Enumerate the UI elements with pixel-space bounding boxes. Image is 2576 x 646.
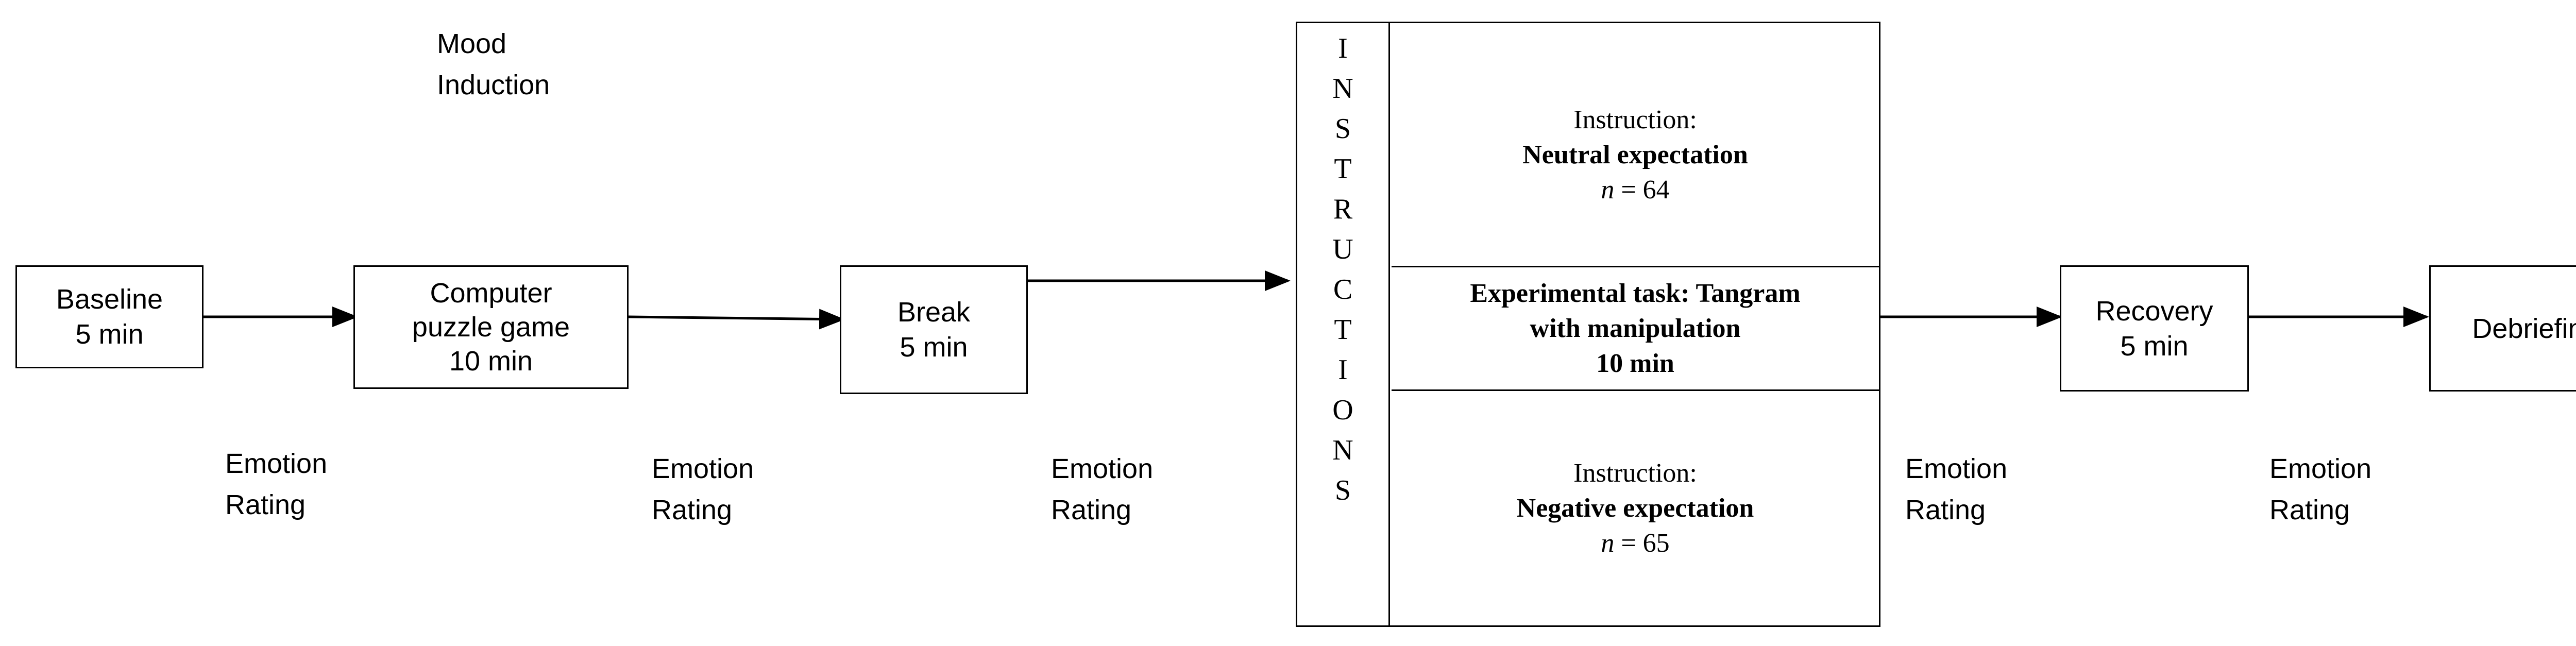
instructions-letter: U [1332, 233, 1353, 265]
instructions-letter: T [1334, 314, 1352, 346]
neutral-sample-size: n = 64 [1601, 173, 1669, 208]
negative-expectation-cell: Instruction: Negative expectation n = 65 [1392, 391, 1879, 625]
instructions-letter: N [1332, 434, 1353, 466]
instructions-letter: C [1333, 274, 1353, 305]
break-box: Break 5 min [840, 265, 1028, 394]
debriefing-box: Debriefing [2429, 265, 2576, 392]
neutral-n-value: = 64 [1614, 175, 1670, 205]
computer-puzzle-game-box: Computer puzzle game 10 min [353, 265, 629, 389]
experimental-task-cell: Experimental task: Tangram with manipula… [1392, 267, 1879, 391]
negative-instruction-label: Instruction: [1573, 458, 1697, 488]
instructions-letter: R [1333, 193, 1353, 225]
emotion-rating-label: Emotion Rating [1905, 453, 2008, 525]
instructions-block: I N S T R U C T I O N S Instruction: Neu… [1296, 22, 1880, 627]
neutral-expectation-label: Neutral expectation [1522, 140, 1748, 169]
negative-n-value: = 65 [1614, 528, 1670, 558]
neutral-n-symbol: n [1601, 175, 1615, 205]
recovery-box: Recovery 5 min [2060, 265, 2249, 392]
instructions-letter: I [1338, 32, 1348, 64]
neutral-expectation-cell: Instruction: Neutral expectation n = 64 [1392, 23, 1879, 267]
instructions-letter: S [1334, 113, 1351, 145]
emotion-rating-label: Emotion Rating [652, 453, 754, 525]
instructions-letter: I [1338, 354, 1348, 386]
arrow-game-to-break [628, 309, 845, 330]
negative-n-symbol: n [1601, 528, 1615, 558]
task-line-2: with manipulation [1530, 313, 1741, 343]
task-line-1: Experimental task: Tangram [1470, 278, 1801, 308]
emotion-rating-label: Emotion Rating [1051, 453, 1154, 525]
instructions-letter: N [1332, 73, 1353, 105]
instructions-letter: S [1334, 474, 1351, 506]
task-line-3: 10 min [1596, 348, 1674, 378]
instructions-letter: O [1332, 394, 1353, 426]
negative-expectation-label: Negative expectation [1516, 493, 1754, 523]
negative-sample-size: n = 65 [1601, 526, 1669, 561]
neutral-instruction-label: Instruction: [1573, 105, 1697, 134]
emotion-rating-label: Emotion Rating [2269, 453, 2372, 525]
emotion-rating-label: Emotion Rating [225, 448, 328, 520]
instructions-letter: T [1334, 153, 1352, 185]
mood-induction-label: Mood Induction [437, 28, 550, 100]
baseline-box: Baseline 5 min [15, 265, 204, 368]
instructions-vertical-label: I N S T R U C T I O N S [1297, 23, 1390, 625]
